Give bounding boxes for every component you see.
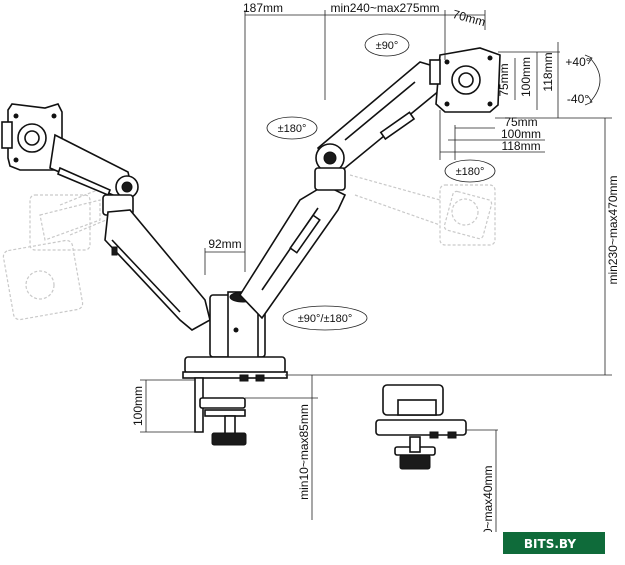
svg-text:BITS.BY: BITS.BY [524, 537, 576, 551]
ghost-right-lower-plate [349, 174, 496, 246]
dim-70: 70mm [451, 7, 487, 29]
rot-90-badge: ±90° [364, 33, 410, 57]
dim-clamp-range: min10~max85mm [297, 404, 311, 500]
grommet-mount [375, 384, 467, 470]
left-vesa-plate [1, 103, 63, 171]
left-upper-arm [49, 133, 139, 216]
vesa-118-h: 118mm [501, 139, 540, 153]
vesa-75-v: 75mm [497, 63, 511, 96]
dimension-lines [140, 10, 612, 545]
svg-text:±180°: ±180° [456, 166, 485, 178]
left-lower-arm [104, 209, 211, 331]
dim-clamp-100: 100mm [131, 386, 145, 426]
ghost-left-plate [29, 184, 119, 251]
dim-height-range: min230~max470mm [606, 175, 620, 284]
right-upper-arm [314, 61, 441, 191]
bits-by-watermark: BITS.BY [475, 532, 605, 554]
dim-240-275: min240~max275mm [330, 1, 439, 15]
dim-92: 92mm [208, 237, 241, 251]
svg-text:±90°/±180°: ±90°/±180° [298, 313, 353, 325]
tilt-up: +40° [565, 55, 590, 69]
right-vesa-plate [429, 47, 501, 113]
vesa-100-v: 100mm [519, 57, 533, 97]
rot-180-right-badge: ±180° [444, 159, 496, 183]
rotation-arcs [584, 54, 601, 106]
vesa-75-h: 75mm [504, 115, 537, 129]
dim-187: 187mm [243, 1, 283, 15]
svg-text:±90°: ±90° [376, 40, 399, 52]
svg-text:±180°: ±180° [278, 123, 307, 135]
tilt-down: -40° [567, 92, 589, 106]
rot-90-180-badge: ±90°/±180° [282, 305, 368, 331]
vesa-118-v: 118mm [541, 52, 555, 91]
vesa-100-h: 100mm [501, 127, 541, 141]
right-lower-arm [238, 184, 347, 320]
ghost-left-lower-plate [2, 199, 101, 321]
center-pole [209, 291, 266, 363]
rot-180-upper-badge: ±180° [266, 116, 318, 140]
clamp-base [182, 356, 288, 446]
